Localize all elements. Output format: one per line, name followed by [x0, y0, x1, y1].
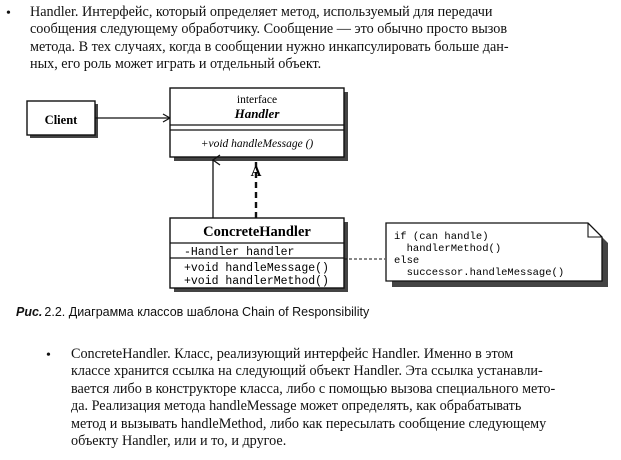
paragraph-line: объекту Handler, или и то, и другое. — [71, 433, 287, 450]
interface-method: +void handleMessage () — [201, 138, 314, 150]
paragraph-line: метода. В тех случаях, когда в сообщении… — [30, 38, 509, 55]
client-label: Client — [45, 113, 78, 127]
concrete-method: +void handlerMethod() — [184, 275, 329, 288]
interface-stereotype: interface — [237, 94, 277, 106]
concrete-class-name: ConcreteHandler — [203, 224, 311, 240]
concrete-attribute: -Handler handler — [184, 246, 294, 259]
realization-arrow-label: A — [251, 164, 262, 180]
handler-interface-box: interface Handler +void handleMessage () — [169, 87, 348, 161]
paragraph-line: Handler. Интерфейс, который определяет м… — [30, 4, 493, 20]
paragraph-line: да. Реализация метода handleMessage може… — [71, 398, 522, 415]
note-line: handlerMethod() — [394, 243, 501, 255]
note-line: if (can handle) — [394, 231, 489, 243]
paragraph-line: вается либо в конструкторе класса, либо … — [71, 380, 556, 397]
paragraph-line: классе хранится ссылка на следующий объе… — [71, 363, 543, 380]
paragraph-line: ных, его роль может играть и отдельный о… — [30, 56, 322, 73]
note-line: else — [394, 255, 419, 267]
paragraph-line: сообщения следующему обработчику. Сообще… — [30, 21, 508, 38]
class-diagram: Client interface Handler +void handleMes… — [26, 87, 608, 292]
handler-description-paragraph: Handler. Интерфейс, который определяет м… — [30, 4, 509, 74]
bullet-marker: • — [6, 6, 11, 21]
figure-caption-text: 2.2. Диаграмма классов шаблона Chain of … — [44, 305, 370, 319]
interface-name: Handler — [234, 106, 281, 121]
bullet-marker: • — [46, 348, 51, 363]
note-line: successor.handleMessage() — [394, 267, 564, 279]
concrete-method: +void handleMessage() — [184, 262, 329, 275]
figure-caption: Рис.2.2. Диаграмма классов шаблона Chain… — [16, 305, 369, 319]
concrete-handler-description-paragraph: ConcreteHandler. Класс, реализующий инте… — [71, 346, 555, 450]
paragraph-line: метод и вызывать handleMethod, либо как … — [71, 415, 547, 432]
figure-caption-prefix: Рис. — [16, 305, 43, 319]
concrete-handler-class-box: ConcreteHandler -Handler handler +void h… — [169, 217, 348, 292]
paragraph-line: ConcreteHandler. Класс, реализующий инте… — [71, 346, 514, 362]
client-class-box: Client — [26, 100, 98, 138]
code-note: if (can handle) handlerMethod() else suc… — [385, 222, 608, 287]
